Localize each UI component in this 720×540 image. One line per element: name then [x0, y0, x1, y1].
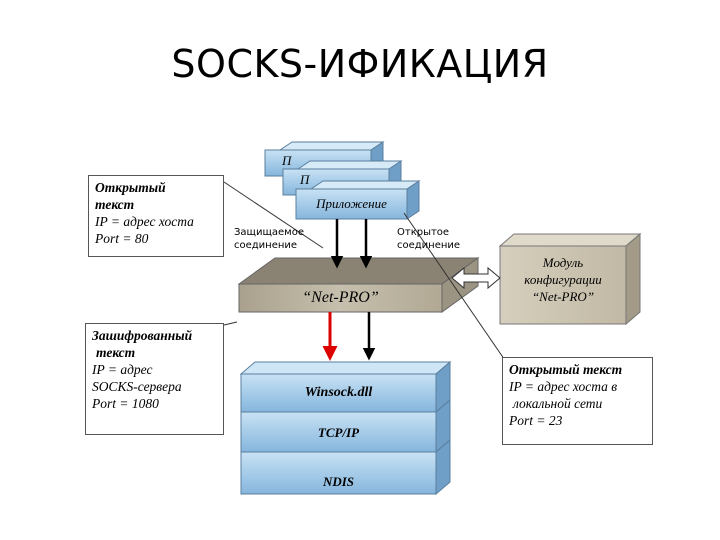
double-arrow — [451, 266, 501, 290]
module-label-2: конфигурации — [524, 272, 602, 287]
note-encrypted-port: Port = 1080 — [92, 396, 159, 411]
note-encrypted-title-2: текст — [96, 345, 136, 360]
winsock-layer — [239, 360, 452, 414]
open-connection-label-2: соединение — [397, 240, 461, 251]
note-plain-right-title: Открытый текст — [509, 362, 623, 377]
app-back1-label: П — [300, 172, 310, 187]
ndis-layer — [240, 438, 451, 496]
tcpip-label: TCP/IP — [317, 425, 360, 440]
note-plain-top-title-2: текст — [95, 197, 135, 212]
note-encrypted-ip: IP = адрес — [92, 362, 153, 377]
module-config-box — [498, 232, 642, 326]
leader-plain-top — [223, 181, 324, 249]
note-encrypted: Зашифрованный текст IP = адрес SOCKS-сер… — [85, 323, 224, 435]
app-back2-label: П — [282, 153, 292, 168]
note-plain-top-port: Port = 80 — [95, 231, 149, 246]
ndis-label: NDIS — [322, 474, 355, 489]
note-plain-top-ip: IP = адрес хоста — [95, 214, 194, 229]
secure-connection-label-2: соединение — [234, 240, 298, 251]
slide-title: SOCKS-ИФИКАЦИЯ — [171, 42, 549, 86]
tcpip-layer — [240, 398, 451, 454]
note-encrypted-server: SOCKS-сервера — [92, 379, 182, 394]
note-plain-right-ip: IP = адрес хоста в — [509, 379, 618, 394]
leader-plain-right — [403, 212, 514, 373]
netpro-platform — [237, 257, 480, 313]
app-box-front — [295, 180, 421, 220]
open-connection-label-1: Открытое — [397, 227, 450, 238]
leader-encrypted — [223, 321, 238, 326]
note-plain-top: Открытый текст IP = адрес хоста Port = 8… — [88, 175, 224, 257]
note-encrypted-title-1: Зашифрованный — [92, 328, 193, 343]
module-label-1: Модуль — [542, 255, 584, 270]
netpro-label: “Net-PRO” — [302, 289, 379, 306]
winsock-label: Winsock.dll — [304, 385, 373, 400]
note-plain-right-port: Port = 23 — [509, 413, 563, 428]
module-label-3: “Net-PRO” — [531, 289, 595, 304]
note-plain-top-title-1: Открытый — [95, 180, 166, 195]
app-front-label: Приложение — [316, 196, 387, 211]
note-plain-right: Открытый текст IP = адрес хоста в локаль… — [502, 357, 653, 445]
secure-connection-label-1: Защищаемое — [234, 227, 304, 238]
note-plain-right-net: локальной сети — [513, 396, 603, 411]
